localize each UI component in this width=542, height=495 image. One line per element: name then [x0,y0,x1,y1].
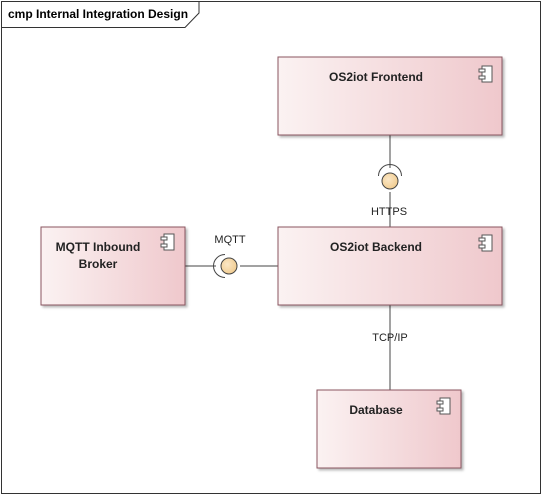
backend-label: OS2iot Backend [330,240,422,254]
broker-label-line1: MQTT Inbound [56,240,141,254]
component-mqtt-broker[interactable]: MQTT Inbound Broker [40,226,186,306]
database-label: Database [349,403,403,417]
component-frontend[interactable]: OS2iot Frontend [277,56,503,136]
frontend-label: OS2iot Frontend [329,70,423,84]
mqtt-socket [213,254,226,278]
https-label: HTTPS [371,206,407,218]
https-socket [378,164,402,177]
frame-title: cmp Internal Integration Design [8,7,188,21]
component-database[interactable]: Database [316,389,462,469]
broker-label-line2: Broker [79,257,118,271]
component-backend[interactable]: OS2iot Backend [277,226,503,306]
https-interface[interactable] [378,164,402,190]
mqtt-interface[interactable] [213,254,238,278]
mqtt-label: MQTT [214,234,245,246]
tcpip-label: TCP/IP [372,332,407,344]
connector-lines [185,135,391,390]
mqtt-ball [220,257,238,275]
https-ball [381,172,399,190]
frontend-box [277,56,503,136]
backend-box [277,226,503,306]
